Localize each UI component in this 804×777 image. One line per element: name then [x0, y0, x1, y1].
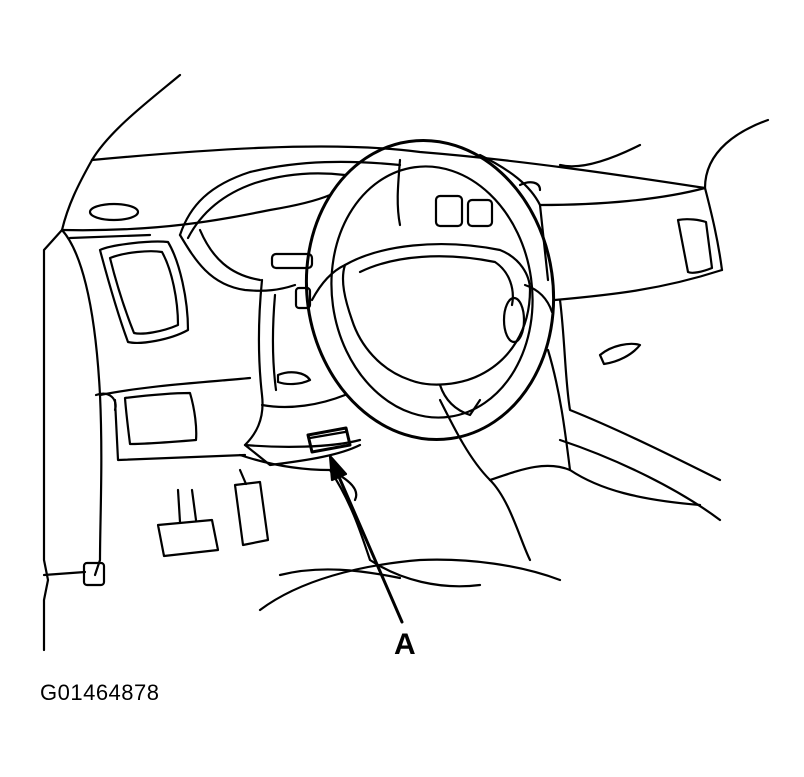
center-switch [466, 198, 494, 228]
callout-arrowhead [328, 454, 348, 482]
console-right-edge [546, 348, 572, 472]
wheel-hub-inner [358, 255, 514, 307]
right-dash-face [538, 186, 724, 272]
center-panel-edge [478, 153, 542, 207]
wheel-right-button [502, 296, 526, 344]
hazard-switch [434, 194, 464, 228]
center-panel-line [538, 203, 550, 282]
accelerator-arm [238, 468, 248, 486]
right-a-pillar [703, 118, 770, 190]
a-pillar-line [90, 73, 182, 162]
callout-leader-line [334, 468, 404, 624]
lower-left-panel [113, 398, 247, 462]
console-side [488, 478, 532, 562]
left-lower-knob [82, 561, 106, 587]
brake-pedal [156, 518, 220, 558]
column-base [260, 393, 347, 409]
meter-hood [178, 160, 402, 237]
glovebox-latch [598, 342, 642, 366]
dash-face-line [68, 233, 152, 240]
left-panel-inner [60, 228, 103, 577]
dash-top-outline [90, 145, 707, 190]
meter-hood-side [178, 233, 297, 292]
dash-face-upper [60, 193, 332, 232]
wheel-spoke-lower [438, 383, 482, 417]
lower-left-vent [123, 391, 198, 446]
callout-label-a: A [394, 628, 416, 661]
connector-a-face [308, 430, 347, 440]
steering-wheel-outer [304, 138, 556, 442]
left-vent-outer [98, 240, 190, 344]
glovebox-edge [558, 298, 722, 482]
stalk-knob [294, 286, 312, 310]
column-switch [276, 371, 312, 386]
right-windshield-edge [558, 143, 642, 168]
center-console-top [518, 181, 542, 192]
console-floor-line [568, 468, 702, 507]
brake-pedal-arm [176, 488, 198, 524]
right-dash-vent [676, 218, 714, 274]
stalk-lever [270, 252, 314, 270]
wheel-upper-spoke [396, 158, 402, 227]
console-front [488, 464, 572, 482]
column-cover-inner [271, 293, 278, 392]
defrost-vent [88, 202, 140, 222]
connector-a [306, 426, 352, 454]
left-door-edge [42, 158, 94, 652]
passenger-floor [558, 438, 722, 522]
footwell-edge [328, 468, 482, 588]
column-cover [243, 278, 362, 448]
right-dash-lower-edge [553, 268, 724, 302]
meter-hood-side-inner [198, 228, 262, 282]
footwell-floor [258, 558, 562, 612]
wheel-spoke-right [523, 283, 554, 314]
console-left-edge [438, 398, 492, 482]
accelerator-pedal [233, 480, 270, 547]
figure-id: G01464878 [40, 680, 160, 705]
left-lower-line [42, 570, 87, 577]
left-vent-inner [108, 250, 180, 335]
left-vent-bracket [94, 392, 117, 412]
meter-hood-inner [186, 172, 347, 240]
floor-contour [278, 568, 402, 580]
lower-dash-edge [98, 376, 252, 397]
wheel-hub [341, 243, 532, 386]
wheel-spoke-left [310, 263, 347, 302]
